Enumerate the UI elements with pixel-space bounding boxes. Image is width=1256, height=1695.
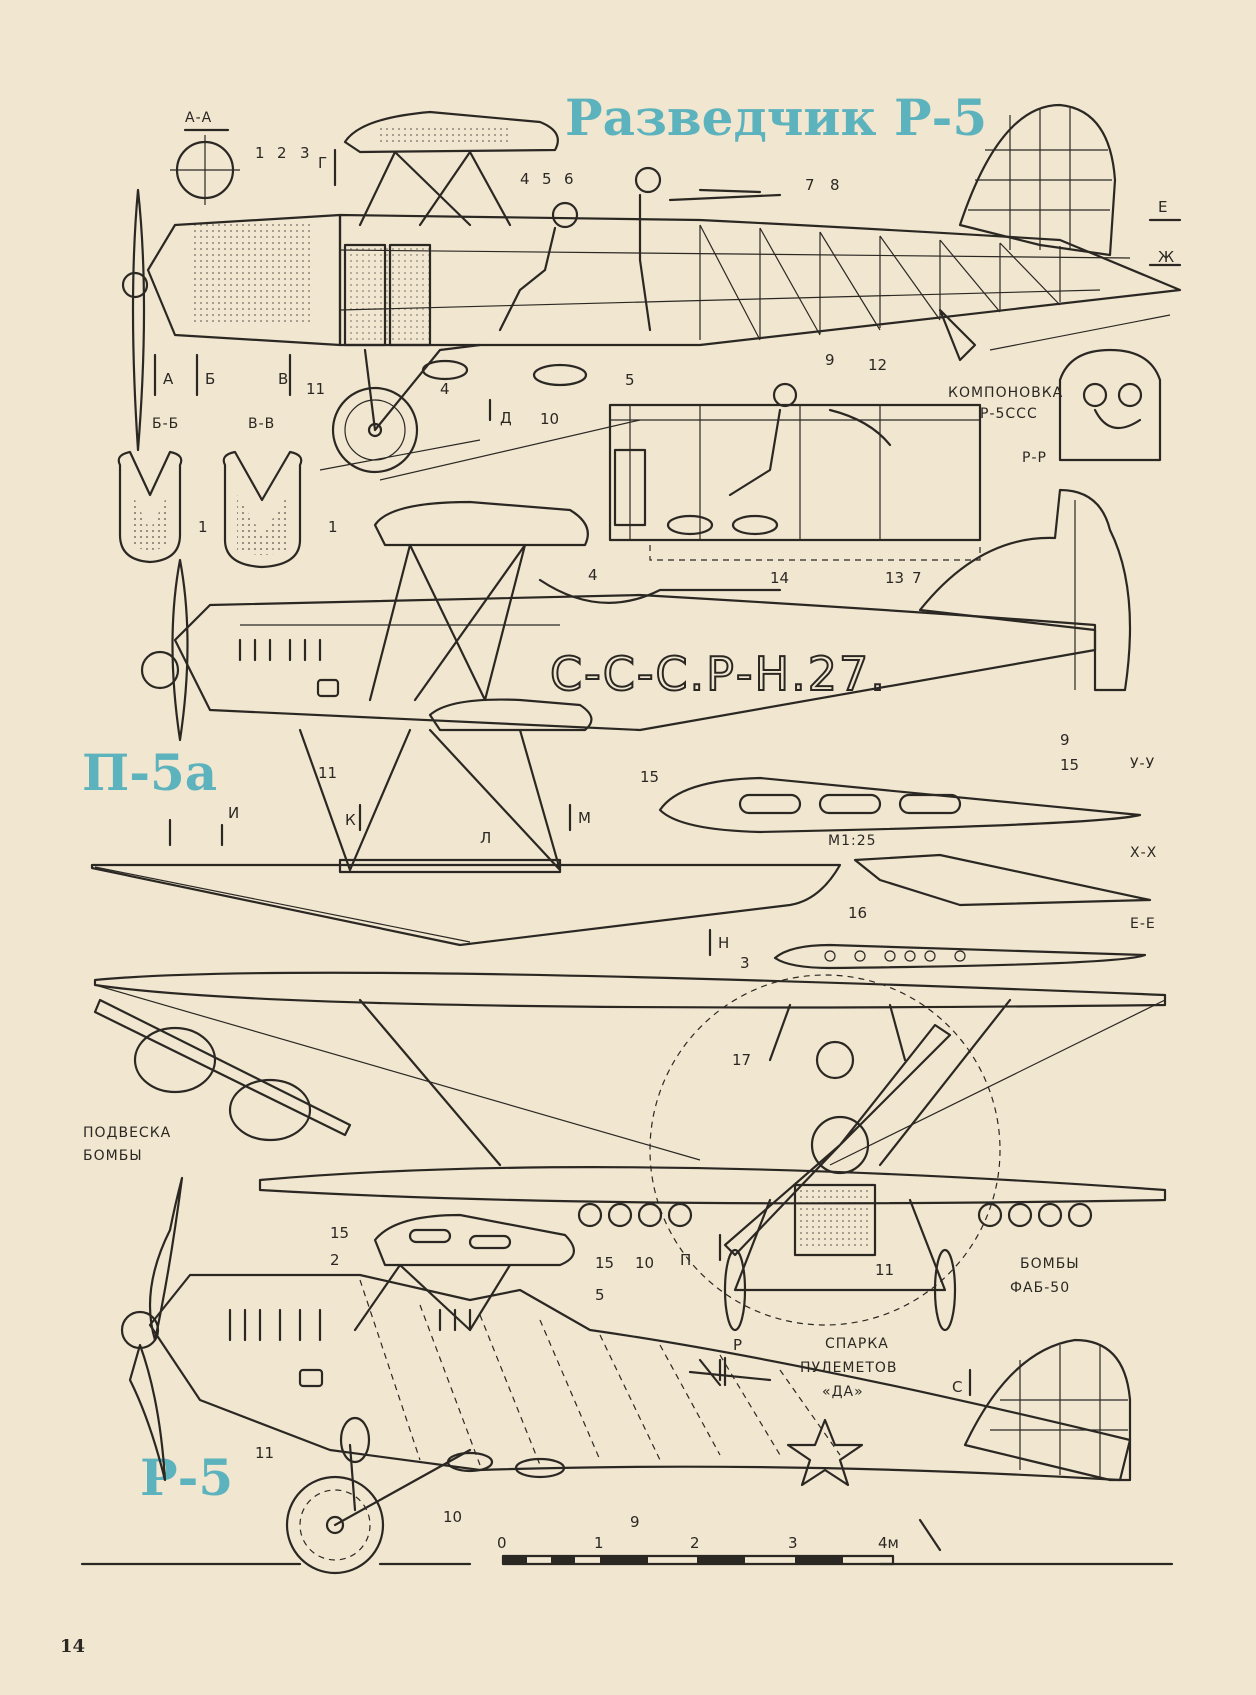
callout: 9 — [1060, 731, 1070, 749]
callout: 15 — [330, 1224, 349, 1242]
callout: 7 — [912, 569, 922, 587]
callout: 15 — [640, 768, 659, 786]
callout: 12 — [868, 356, 887, 374]
callout: 9 — [630, 1513, 640, 1531]
callout: 17 — [732, 1051, 751, 1069]
label-e: Е — [1158, 198, 1167, 216]
callout: 4 — [588, 566, 598, 584]
callout: 8 — [830, 176, 840, 194]
label-i: И — [228, 804, 239, 822]
callout: 14 — [770, 569, 789, 587]
callout: 2 — [330, 1251, 340, 1269]
label-p: П — [680, 1251, 691, 1269]
landplane-view — [120, 1176, 1132, 1575]
label-m: М — [578, 809, 591, 827]
caption-bomb-mount-2: БОМБЫ — [83, 1148, 143, 1164]
callout: 1 — [255, 144, 265, 162]
caption-layout-1: КОМПОНОВКА — [948, 385, 1063, 401]
callout: 9 — [825, 351, 835, 369]
callout: 16 — [848, 904, 867, 922]
cockpit-layout — [608, 382, 982, 561]
label-l: Л — [480, 829, 491, 847]
front-view — [93, 971, 1167, 1382]
label-a: А — [163, 370, 174, 388]
callout: 6 — [564, 170, 574, 188]
label-d: Д — [500, 409, 512, 427]
label-r: Р — [733, 1336, 742, 1354]
callout: 4 — [440, 380, 450, 398]
label-n: Н — [718, 934, 729, 952]
caption-guns-1: СПАРКА — [825, 1336, 889, 1352]
caption-bomb-mount-1: ПОДВЕСКА — [83, 1125, 171, 1141]
callout: 13 — [885, 569, 904, 587]
label-k: К — [345, 811, 356, 829]
label-g: Г — [318, 154, 327, 172]
callout: 2 — [277, 144, 287, 162]
label-bb: Б-Б — [152, 416, 179, 432]
label-b: Б — [205, 370, 215, 388]
callout: 11 — [318, 764, 337, 782]
page-number: 14 — [60, 1636, 85, 1657]
side-view-cutaway — [121, 103, 1182, 481]
title-main: Разведчик Р-5 — [565, 88, 987, 147]
callout: 11 — [255, 1444, 274, 1462]
section-aa — [170, 128, 240, 205]
caption-guns-2: ПУЛЕМЕТОВ — [800, 1360, 898, 1376]
label-rr: Р-Р — [1022, 450, 1047, 466]
callout: 4 — [520, 170, 530, 188]
caption-layout-2: Р-5ССС — [980, 406, 1038, 422]
scale-tick: 3 — [788, 1534, 798, 1552]
callout: 10 — [635, 1254, 654, 1272]
title-seaplane: П-5а — [82, 743, 217, 802]
callout: 10 — [443, 1508, 462, 1526]
label-vv: В-В — [248, 416, 275, 432]
label-uu: У-У — [1130, 756, 1155, 772]
scale-tick: 2 — [690, 1534, 700, 1552]
label-zh: Ж — [1158, 248, 1174, 266]
callout: 11 — [306, 380, 325, 398]
label-aa: А-А — [185, 110, 212, 126]
label-s: С — [952, 1378, 962, 1396]
callout: 3 — [740, 954, 750, 972]
callout: 5 — [625, 371, 635, 389]
label-ee: Е-Е — [1130, 916, 1156, 932]
section-bb — [117, 450, 183, 564]
caption-guns-3: «ДА» — [822, 1384, 864, 1400]
callout: 10 — [540, 410, 559, 428]
seaplane-view: С-С-С.Р-Н.27. — [90, 488, 1152, 970]
callout: 15 — [1060, 756, 1079, 774]
callout: 5 — [542, 170, 552, 188]
caption-scale: М1:25 — [828, 833, 877, 849]
caption-bombs-1: БОМБЫ — [1020, 1256, 1080, 1272]
section-vv — [222, 450, 303, 569]
title-landplane: Р-5 — [140, 1448, 233, 1507]
label-v: В — [278, 370, 288, 388]
callout: 15 — [595, 1254, 614, 1272]
scale-bar — [80, 1554, 1174, 1566]
callout: 5 — [595, 1286, 605, 1304]
section-rr — [1058, 348, 1162, 462]
scale-tick: 1 — [594, 1534, 604, 1552]
scale-tick: 4м — [878, 1534, 899, 1552]
registration-marking: С-С-С.Р-Н.27. — [550, 647, 887, 701]
label-xx: Х-Х — [1130, 845, 1157, 861]
callout: 1 — [198, 518, 208, 536]
callout: 3 — [300, 144, 310, 162]
scale-tick: 0 — [497, 1534, 507, 1552]
callout: 7 — [805, 176, 815, 194]
caption-bombs-2: ФАБ-50 — [1010, 1280, 1070, 1296]
callout: 1 — [328, 518, 338, 536]
callout: 11 — [875, 1261, 894, 1279]
